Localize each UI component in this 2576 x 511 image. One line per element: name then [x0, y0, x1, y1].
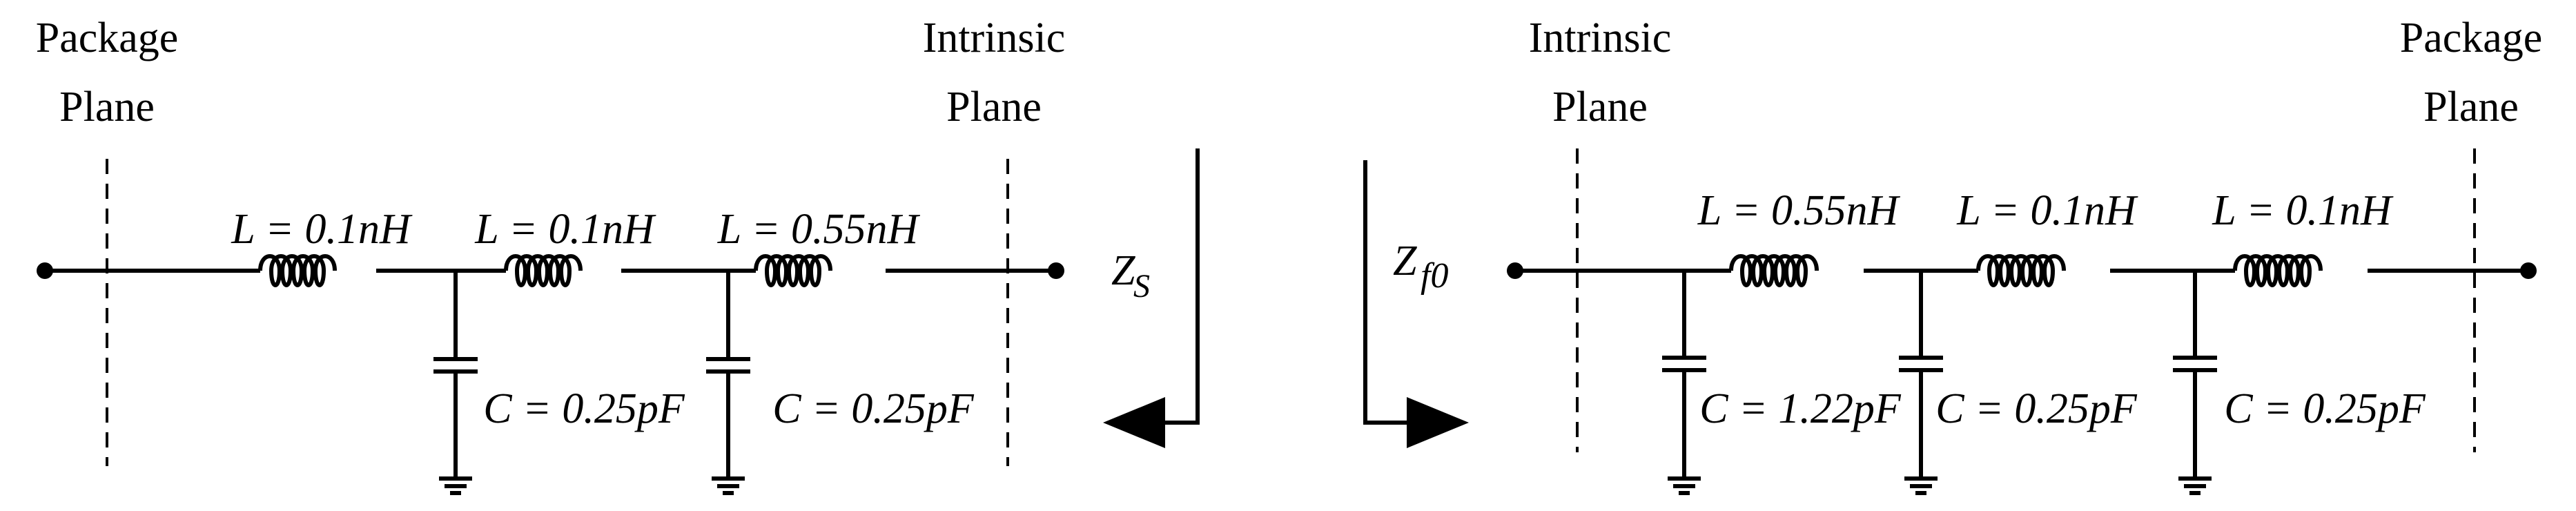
right-inductor-1: [1729, 254, 1819, 287]
right-intrinsic-plane-line2: Plane: [1552, 84, 1648, 131]
left-capacitor-label-2: C = 0.25pF: [772, 385, 975, 432]
right-inductor-3: [2233, 254, 2323, 287]
left-intrinsic-plane-line1: Intrinsic: [923, 15, 1066, 61]
left-package-plane-line1: Package: [36, 15, 179, 61]
left-terminal-in: [37, 262, 53, 279]
left-impedance-label: Z: [1111, 247, 1135, 294]
right-package-plane-line1: Package: [2400, 15, 2543, 61]
right-package-plane-line2: Plane: [2423, 84, 2519, 131]
left-circuit: Package Plane Intrinsic Plane L = 0.1nH …: [36, 15, 1200, 495]
right-terminal-in: [1507, 262, 1523, 279]
right-capacitor-3: [2173, 271, 2217, 495]
left-impedance-subscript: S: [1133, 268, 1150, 305]
right-inductor-label-2: L = 0.1nH: [1956, 187, 2138, 234]
right-capacitor-label-3: C = 0.25pF: [2224, 385, 2426, 432]
left-capacitor-1: [433, 271, 478, 495]
right-terminal-out: [2520, 262, 2537, 279]
left-terminal-out: [1048, 262, 1064, 279]
left-intrinsic-plane-line2: Plane: [946, 84, 1042, 131]
left-inductor-3: [754, 254, 832, 287]
right-capacitor-label-1: C = 1.22pF: [1699, 385, 1902, 432]
right-capacitor-2: [1899, 271, 1943, 495]
left-capacitor-label-1: C = 0.25pF: [483, 385, 685, 432]
left-inductor-1: [258, 254, 337, 287]
left-package-plane-line2: Plane: [59, 84, 155, 131]
left-port-arrow: [1103, 148, 1200, 448]
right-inductor-2: [1976, 254, 2066, 287]
left-inductor-2: [504, 254, 583, 287]
left-inductor-label-1: L = 0.1nH: [231, 206, 413, 253]
right-circuit: Intrinsic Plane Package Plane L = 0.55nH…: [1363, 15, 2543, 495]
left-inductor-label-3: L = 0.55nH: [717, 206, 921, 253]
right-impedance-label: Z: [1393, 238, 1417, 285]
right-capacitor-label-2: C = 0.25pF: [1935, 385, 2138, 432]
right-inductor-label-1: L = 0.55nH: [1697, 187, 1901, 234]
left-capacitor-2: [706, 271, 750, 495]
right-inductor-label-3: L = 0.1nH: [2212, 187, 2394, 234]
right-capacitor-1: [1662, 271, 1706, 495]
left-inductor-label-2: L = 0.1nH: [474, 206, 656, 253]
right-intrinsic-plane-line1: Intrinsic: [1529, 15, 1672, 61]
right-port-arrow: [1363, 160, 1469, 448]
right-impedance-subscript: f0: [1421, 256, 1448, 296]
